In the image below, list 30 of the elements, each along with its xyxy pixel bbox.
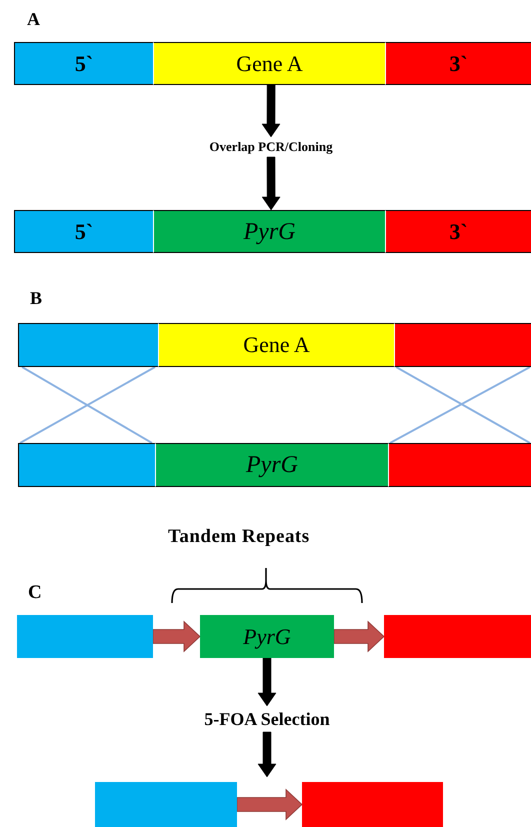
gene-segment: Gene A <box>153 42 385 85</box>
gene-segment: PyrG <box>200 615 334 658</box>
segment-bar <box>388 443 531 487</box>
gene-segment: 5` <box>14 42 153 85</box>
gene-segment: 3` <box>385 210 531 253</box>
segment-bar <box>384 615 531 658</box>
segment-bar <box>95 782 237 827</box>
block-arrow <box>152 620 201 652</box>
segment-bar <box>18 323 158 367</box>
segment-bar <box>394 323 531 367</box>
arrow <box>258 732 276 778</box>
gene-segment: PyrG <box>153 210 385 253</box>
gene-segment: 3` <box>385 42 531 85</box>
arrow <box>258 658 276 706</box>
block-arrow <box>236 788 303 820</box>
panel-label: C <box>28 583 42 602</box>
gene-segment: 5` <box>14 210 153 253</box>
segment-bar <box>18 443 155 487</box>
step-label: Overlap PCR/Cloning <box>203 137 339 157</box>
block-arrow <box>334 620 385 652</box>
panel-label: A <box>27 10 40 28</box>
step-label: 5-FOA Selection <box>190 706 344 732</box>
segment-bar <box>302 782 443 827</box>
arrow <box>262 156 280 210</box>
gene-segment: Gene A <box>158 323 394 367</box>
gene-segment: PyrG <box>155 443 388 487</box>
panel-label: B <box>30 289 42 307</box>
segment-bar <box>17 615 153 658</box>
bracket-label: Tandem Repeats <box>168 527 310 546</box>
arrow <box>262 84 280 138</box>
